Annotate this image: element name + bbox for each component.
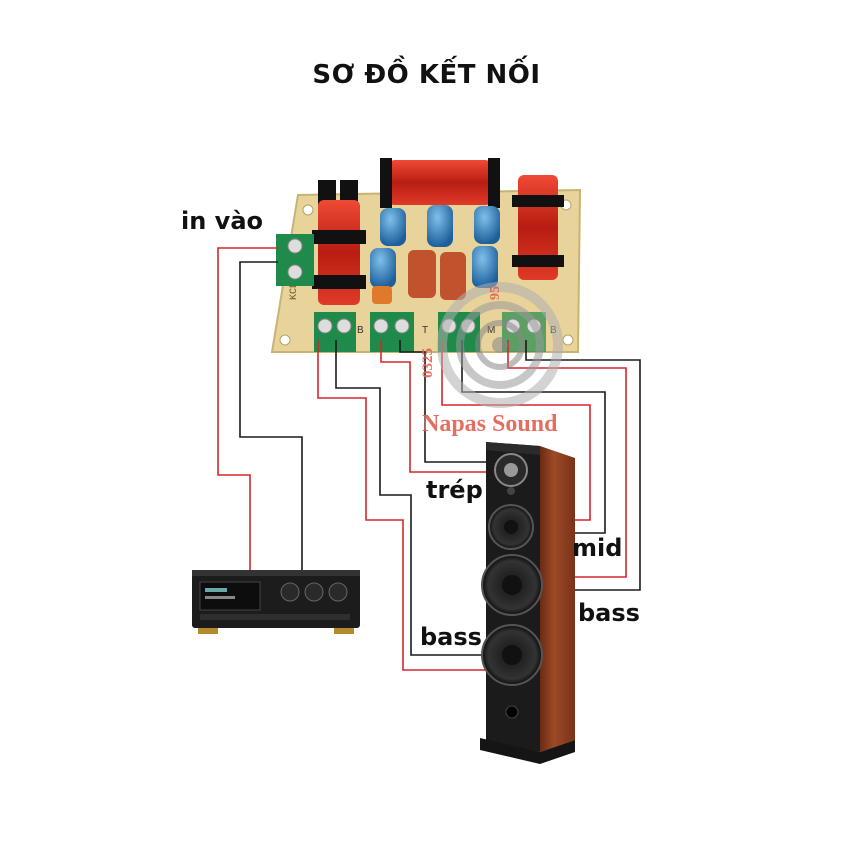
watermark-logo xyxy=(437,282,563,408)
terminal-mark-bass: B xyxy=(357,325,364,336)
label-input: in vào xyxy=(181,207,263,235)
input-terminal xyxy=(276,234,314,286)
tower-speaker xyxy=(480,442,575,764)
terminal-mark-mid: M xyxy=(487,325,495,336)
bass-high-wire-red xyxy=(507,340,627,578)
capacitors xyxy=(370,205,500,304)
watermark-phone: 0325 xyxy=(420,348,436,378)
input-wire-black xyxy=(239,261,303,575)
label-bass-left: bass xyxy=(420,623,482,651)
left-inductor xyxy=(312,180,366,305)
tweeter-wire-black xyxy=(399,340,505,463)
label-bass-right: bass xyxy=(578,599,640,627)
crossover-board: KCDA-402 xyxy=(270,158,582,353)
tweeter-wire-red xyxy=(380,340,505,473)
diagram-title: SƠ ĐỒ KẾT NỐI xyxy=(312,60,541,90)
label-mid: mid xyxy=(572,534,623,562)
right-inductor xyxy=(512,175,564,280)
watermark-phone-tail: 95 xyxy=(488,286,503,300)
label-tweeter: trép xyxy=(426,476,483,504)
top-inductor xyxy=(380,158,500,208)
bass-low-wire-red xyxy=(317,340,490,671)
bass-high-wire-black xyxy=(520,340,641,591)
watermark-brand: Napas Sound xyxy=(422,411,558,437)
bass-low-wire-black xyxy=(335,340,490,656)
amplifier xyxy=(192,570,360,634)
input-wire-red xyxy=(217,247,278,575)
terminal-mark-tweeter: T xyxy=(422,325,428,336)
